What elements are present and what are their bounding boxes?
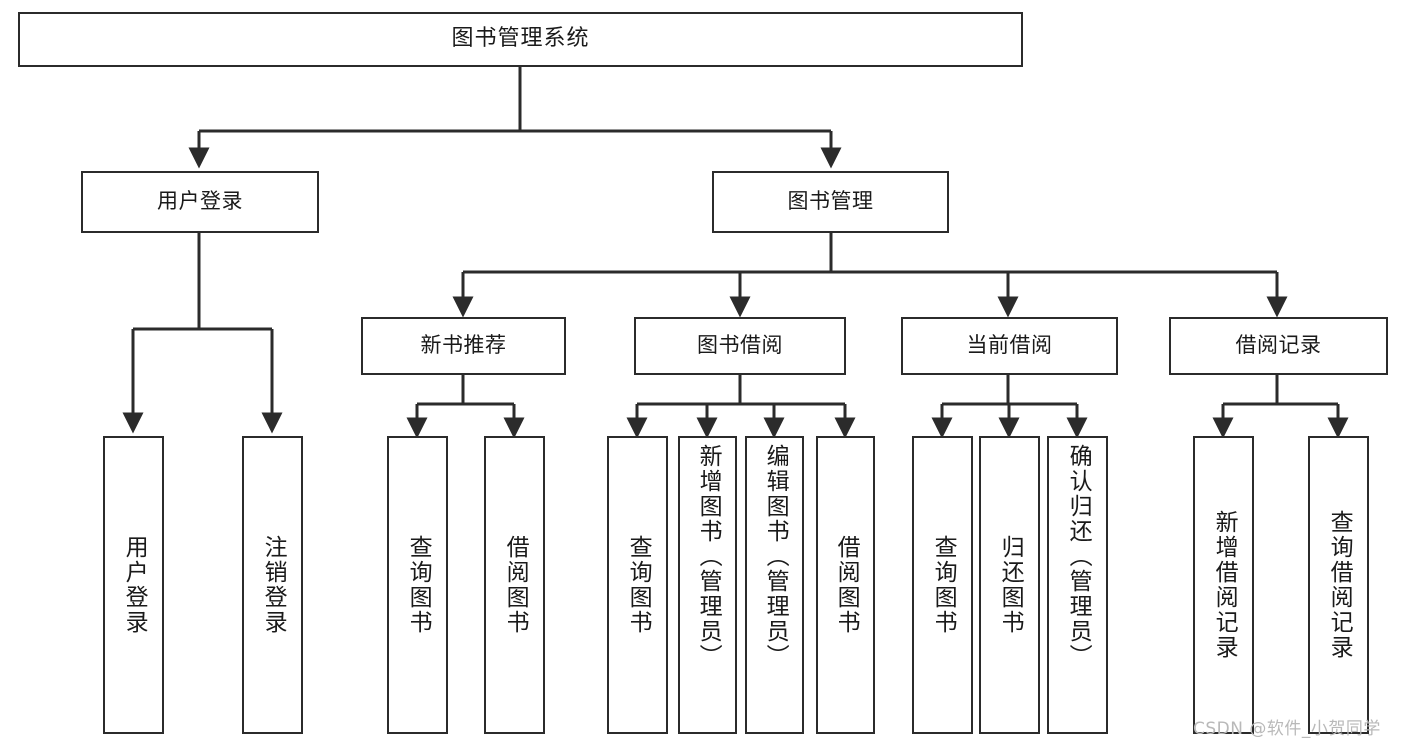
node-label: 确认归还（管理员） bbox=[1065, 444, 1092, 669]
leaf-query-book-borrow[interactable]: 查询图书 bbox=[607, 436, 668, 734]
node-book-management[interactable]: 图书管理 bbox=[712, 171, 949, 233]
node-label: 借阅记录 bbox=[1235, 333, 1322, 358]
leaf-borrow-book-recommend[interactable]: 借阅图书 bbox=[484, 436, 545, 734]
leaf-confirm-return-admin[interactable]: 确认归还（管理员） bbox=[1047, 436, 1108, 734]
node-label: 用户登录 bbox=[157, 189, 243, 214]
node-label: 编辑图书（管理员） bbox=[762, 444, 789, 669]
node-label: 查询借阅记录 bbox=[1326, 510, 1353, 660]
node-label: 图书管理 bbox=[787, 189, 874, 214]
node-label: 用户登录 bbox=[121, 535, 148, 635]
leaf-query-borrow-record[interactable]: 查询借阅记录 bbox=[1308, 436, 1369, 734]
node-label: 借阅图书 bbox=[833, 535, 860, 635]
csdn-watermark: CSDN @软件_小贺同学 bbox=[1193, 719, 1381, 739]
node-label: 归还图书 bbox=[997, 535, 1024, 635]
node-new-book-recommendation[interactable]: 新书推荐 bbox=[361, 317, 566, 375]
node-current-borrow[interactable]: 当前借阅 bbox=[901, 317, 1118, 375]
node-label: 图书借阅 bbox=[697, 333, 783, 358]
node-label: 查询图书 bbox=[930, 535, 957, 635]
leaf-return-book[interactable]: 归还图书 bbox=[979, 436, 1040, 734]
node-label: 查询图书 bbox=[625, 535, 652, 635]
leaf-user-login[interactable]: 用户登录 bbox=[103, 436, 164, 734]
node-label: 图书管理系统 bbox=[451, 26, 590, 52]
node-label: 新增图书（管理员） bbox=[695, 444, 722, 669]
node-book-borrow[interactable]: 图书借阅 bbox=[634, 317, 846, 375]
node-root-book-management-system[interactable]: 图书管理系统 bbox=[18, 12, 1023, 67]
leaf-logout[interactable]: 注销登录 bbox=[242, 436, 303, 734]
leaf-query-book-current[interactable]: 查询图书 bbox=[912, 436, 973, 734]
node-label: 借阅图书 bbox=[502, 535, 529, 635]
node-label: 当前借阅 bbox=[966, 333, 1053, 358]
node-label: 注销登录 bbox=[260, 535, 287, 635]
leaf-add-borrow-record[interactable]: 新增借阅记录 bbox=[1193, 436, 1254, 734]
leaf-query-book-recommend[interactable]: 查询图书 bbox=[387, 436, 448, 734]
node-label: 新书推荐 bbox=[420, 333, 507, 358]
node-label: 新增借阅记录 bbox=[1211, 510, 1238, 660]
leaf-edit-book-admin[interactable]: 编辑图书（管理员） bbox=[745, 436, 804, 734]
node-user-login[interactable]: 用户登录 bbox=[81, 171, 319, 233]
node-label: 查询图书 bbox=[405, 535, 432, 635]
leaf-add-book-admin[interactable]: 新增图书（管理员） bbox=[678, 436, 737, 734]
node-borrow-record[interactable]: 借阅记录 bbox=[1169, 317, 1388, 375]
leaf-borrow-book[interactable]: 借阅图书 bbox=[816, 436, 875, 734]
